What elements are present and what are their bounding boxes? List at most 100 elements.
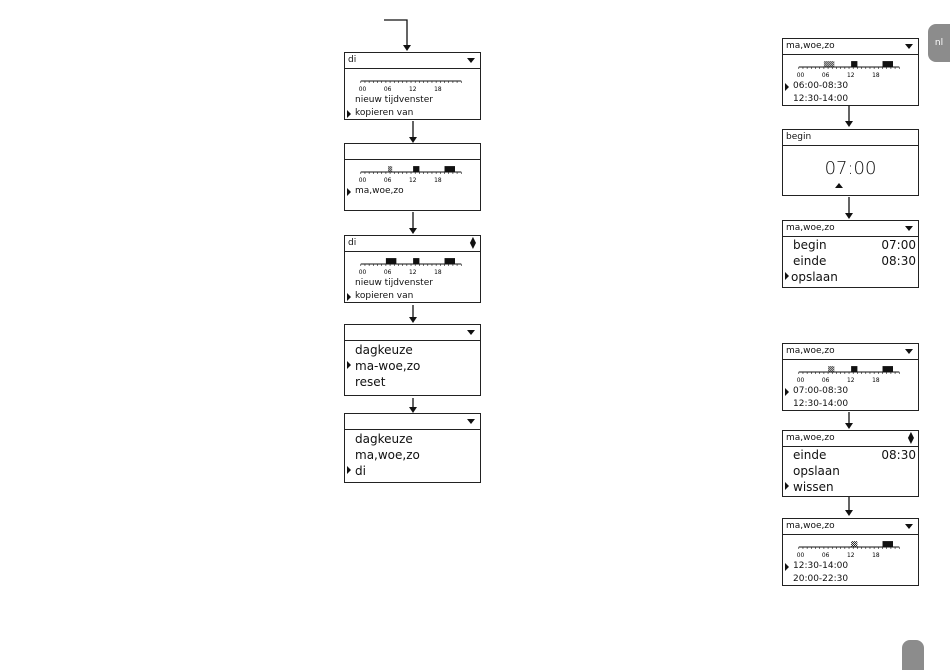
screen-title: ma,woe,zo — [786, 521, 835, 531]
dropdown-icon[interactable] — [905, 524, 913, 529]
timeline-block — [882, 541, 893, 548]
menu-item[interactable]: 12:30-14:00 — [783, 399, 918, 409]
menu-item-selected[interactable]: ma-woe,zo — [345, 359, 480, 373]
menu-item[interactable]: 12:30-14:00 — [783, 94, 918, 104]
menu-item-label: einde — [793, 254, 827, 268]
menu-item-selected[interactable]: 06:00-08:30 — [783, 81, 918, 91]
timeline-label: 18 — [872, 378, 880, 384]
menu-item-label: kopieren van — [355, 291, 414, 301]
menu-item-value: 08:30 — [881, 448, 916, 462]
menu-item-label: ma,woe,zo — [355, 448, 420, 462]
cursor-icon — [785, 272, 789, 280]
time-text: 07:00 — [824, 158, 877, 179]
menu-item[interactable]: nieuw tijdvenster — [345, 278, 480, 288]
timeline-block — [413, 258, 420, 265]
up-down-icon[interactable]: ▲▼ — [907, 430, 914, 445]
screen-day-select-2: dagkeuze ma,woe,zo di — [344, 413, 481, 483]
up-down-icon[interactable]: ▲▼ — [469, 235, 476, 250]
menu-item[interactable]: nieuw tijdvenster — [345, 95, 480, 105]
menu-item-selected[interactable]: di — [345, 464, 480, 478]
screen-title: ma,woe,zo — [786, 41, 835, 51]
timeline-block — [444, 258, 455, 265]
screen-header: di ▲▼ — [345, 236, 480, 252]
timeline-label: 00 — [359, 270, 367, 276]
screen-header — [345, 144, 480, 160]
timeline-label: 00 — [359, 178, 367, 184]
menu-item-label: opslaan — [791, 270, 838, 284]
menu-item-label: dagkeuze — [355, 343, 413, 357]
menu-item-label: reset — [355, 375, 386, 389]
menu-item-label: opslaan — [793, 464, 840, 478]
timeline-label: 06 — [822, 553, 830, 559]
timeline-block-editing — [828, 366, 835, 373]
dropdown-icon[interactable] — [467, 330, 475, 335]
cursor-icon — [785, 83, 789, 91]
screen-header — [345, 325, 480, 341]
time-value[interactable]: 07:00 — [783, 158, 918, 179]
menu-item[interactable]: dagkeuze — [345, 343, 480, 357]
screen-header: ma,woe,zo — [783, 39, 918, 55]
menu-item-selected[interactable]: kopieren van — [345, 108, 480, 118]
menu-item-label: ma,woe,zo — [355, 186, 404, 196]
cursor-icon — [785, 563, 789, 571]
menu-item-selected[interactable]: opslaan — [783, 270, 918, 284]
screen-title: di — [348, 238, 357, 248]
screen-day-di-copied: di ▲▼ 00 06 12 18 nieuw tijdvenster kopieren… — [344, 235, 481, 303]
menu-item-label: begin — [793, 238, 827, 252]
menu-item[interactable]: dagkeuze — [345, 432, 480, 446]
dropdown-icon[interactable] — [905, 349, 913, 354]
page-number-tab — [902, 640, 924, 670]
menu-item[interactable]: einde 08:30 — [783, 254, 918, 268]
menu-item-label: 06:00-08:30 — [793, 81, 849, 91]
menu-item[interactable]: reset — [345, 375, 480, 389]
entry-arrow — [384, 19, 408, 46]
menu-item-label: 07:00-08:30 — [793, 386, 849, 396]
menu-item-selected[interactable]: 12:30-14:00 — [783, 561, 918, 571]
menu-item-selected[interactable]: ma,woe,zo — [345, 186, 480, 196]
timeline-label: 12 — [409, 270, 417, 276]
menu-item-selected[interactable]: 07:00-08:30 — [783, 386, 918, 396]
timeline-label: 06 — [384, 87, 392, 93]
timeline-label: 12 — [847, 553, 855, 559]
menu-item[interactable]: ma,woe,zo — [345, 448, 480, 462]
timeline-label: 12 — [847, 378, 855, 384]
edit-caret-icon — [835, 183, 843, 188]
timeline-block — [385, 258, 397, 265]
menu-item-value: 08:30 — [881, 254, 916, 268]
dropdown-icon[interactable] — [467, 58, 475, 63]
menu-item-selected[interactable]: wissen — [783, 480, 918, 494]
menu-item[interactable]: 20:00-22:30 — [783, 574, 918, 584]
screen-title: ma,woe,zo — [786, 346, 835, 356]
arrowhead-r3 — [845, 423, 853, 429]
menu-item-label: ma-woe,zo — [355, 359, 421, 373]
timeline-label: 00 — [797, 553, 805, 559]
timeline-label: 06 — [384, 270, 392, 276]
timeline-label: 12 — [409, 87, 417, 93]
language-tab: nl — [928, 24, 950, 62]
timeline-label: 18 — [434, 270, 442, 276]
timeline-label: 18 — [872, 73, 880, 79]
dropdown-icon[interactable] — [905, 226, 913, 231]
timeline-block-editing — [823, 61, 835, 68]
dropdown-icon[interactable] — [467, 419, 475, 424]
menu-item[interactable]: opslaan — [783, 464, 918, 478]
screen-header — [345, 414, 480, 430]
timeline-block — [851, 366, 858, 373]
screen-header: di — [345, 53, 480, 69]
timeline-block-editing — [851, 541, 858, 548]
screen-header: ma,woe,zo — [783, 221, 918, 237]
screen-header: begin — [783, 130, 918, 146]
timeline-block-editing — [387, 166, 393, 173]
dropdown-icon[interactable] — [905, 44, 913, 49]
menu-item-selected[interactable]: kopieren van — [345, 291, 480, 301]
